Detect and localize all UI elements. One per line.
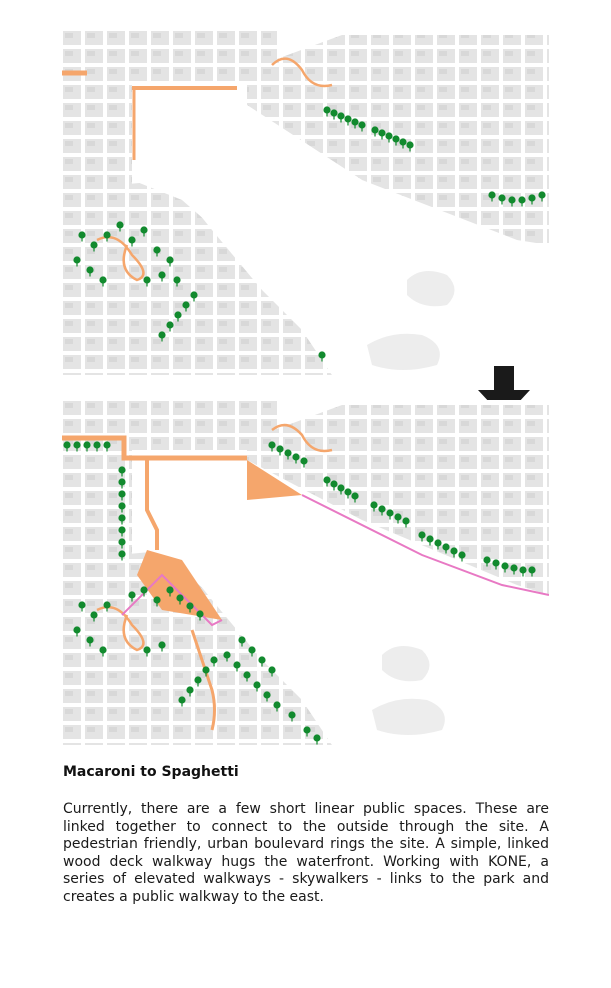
island-1 bbox=[407, 271, 455, 307]
public-space-boulevard bbox=[62, 435, 247, 461]
down-arrow-icon bbox=[478, 366, 530, 418]
public-space-edge bbox=[145, 460, 159, 550]
skywalker-south bbox=[121, 573, 223, 627]
map-after bbox=[62, 400, 549, 745]
public-space-park-paths bbox=[96, 235, 145, 282]
island-2 bbox=[367, 333, 440, 370]
map-before-drawing bbox=[62, 30, 549, 375]
city-block-south bbox=[62, 180, 332, 375]
island-2 bbox=[372, 698, 445, 735]
public-space-plaza-north bbox=[247, 460, 302, 500]
public-space-park-paths bbox=[96, 605, 145, 652]
public-space-path-north bbox=[271, 423, 333, 453]
skywalker-east bbox=[301, 494, 549, 596]
map-before bbox=[62, 30, 549, 375]
site-water bbox=[147, 460, 362, 745]
island-1 bbox=[382, 646, 430, 682]
site-water bbox=[132, 85, 362, 375]
city-block-east bbox=[247, 405, 549, 595]
caption-title: Macaroni to Spaghetti bbox=[63, 764, 239, 780]
public-space-path-north bbox=[271, 57, 333, 88]
public-space-path-south bbox=[190, 629, 216, 731]
map-after-drawing bbox=[62, 400, 549, 745]
caption-body: Currently, there are a few short linear … bbox=[63, 801, 549, 905]
